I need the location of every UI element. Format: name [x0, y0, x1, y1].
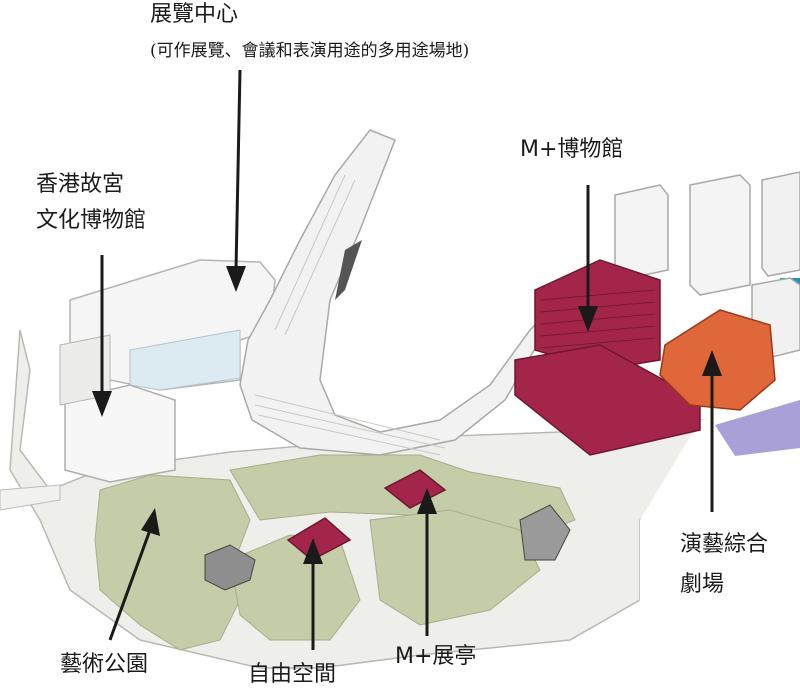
- arrow-m-plus-pavilion: [417, 488, 437, 636]
- lawn-east: [369, 509, 541, 626]
- lyric-theatre-building: [659, 309, 776, 411]
- arrow-freespace: [303, 538, 323, 650]
- canopy-structure: [519, 504, 571, 561]
- label-exhibition-subtitle: (可作展覽、會議和表演用途的多用途場地): [150, 41, 470, 61]
- label-performing-arts: 演藝綜合 劇場: [680, 532, 769, 597]
- arrow-performing-arts: [702, 350, 722, 512]
- freespace-pavilion: [286, 517, 352, 561]
- label-m-plus-museum: M+博物館: [520, 137, 624, 162]
- label-freespace: 自由空間: [248, 662, 337, 687]
- tower-1: [614, 184, 669, 281]
- u-building-shadow: [335, 240, 362, 300]
- label-palace-museum: 香港故宮 文化博物館: [36, 172, 147, 233]
- arrow-exhibition: [226, 69, 246, 292]
- promenade-strip: [0, 484, 61, 511]
- gray-sculpture: [204, 544, 256, 591]
- purple-zone: [715, 400, 800, 456]
- label-exhibition-centre: 展覽中心: [150, 0, 238, 30]
- arrow-art-park: [108, 508, 160, 641]
- label-m-plus-pavilion: M+展亭: [395, 644, 477, 669]
- label-art-park: 藝術公園: [60, 652, 149, 677]
- lawn-art-park: [94, 474, 251, 651]
- m-plus-pavilion-roof: [383, 469, 447, 509]
- arrow-palace-museum: [92, 255, 112, 417]
- u-shaped-building: [239, 129, 561, 456]
- u-building-window-lines: [254, 174, 446, 456]
- tower-3: [761, 171, 800, 277]
- harbour-water: [600, 400, 800, 693]
- m-plus-museum-podium: [514, 344, 701, 456]
- exhibition-glass: [129, 329, 241, 391]
- palace-museum-building: [64, 384, 176, 483]
- tower-2: [689, 174, 751, 296]
- m-plus-museum-tower: [534, 259, 661, 371]
- label-exhibition-title: 展覽中心: [150, 2, 239, 27]
- arrow-m-plus: [578, 185, 598, 332]
